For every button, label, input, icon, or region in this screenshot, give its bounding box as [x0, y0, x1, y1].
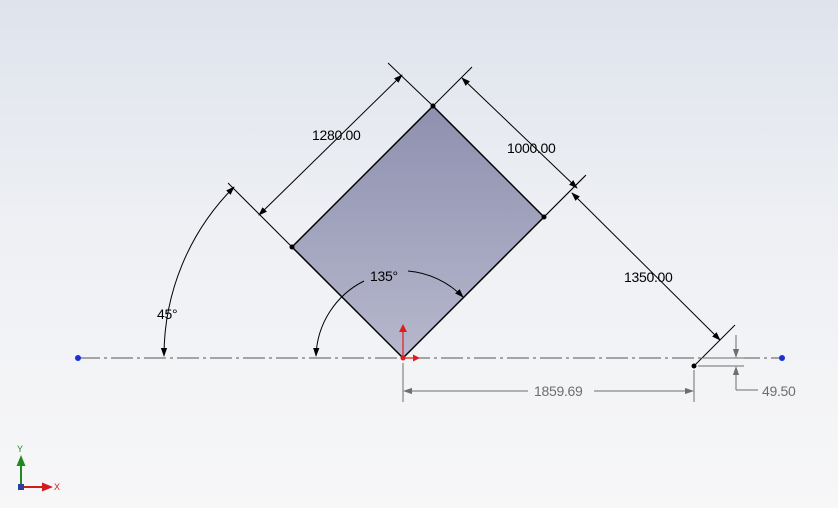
extension-line [387, 62, 434, 107]
dimension-angle-135-value[interactable]: 135° [370, 268, 398, 284]
dimension-horizontal[interactable]: 1859.69 [402, 363, 695, 402]
triad-x-arrow [42, 482, 53, 492]
centerline-endpoint-left[interactable] [75, 355, 81, 361]
dimension-height-value[interactable]: 1000.00 [507, 140, 556, 156]
dimension-width[interactable]: 1280.00 [227, 62, 434, 248]
dimension-angle-45-value[interactable]: 45° [157, 306, 178, 322]
origin-y-arrow [399, 324, 407, 332]
triad-x-label: X [54, 482, 60, 492]
dimension-horizontal-value[interactable]: 1859.69 [534, 383, 583, 399]
extension-line [693, 324, 736, 367]
triad-y-arrow [16, 455, 26, 466]
dimension-vertical-value[interactable]: 49.50 [762, 383, 796, 399]
dimension-line [461, 77, 578, 189]
centerline-endpoint-right[interactable] [779, 355, 785, 361]
dimension-offset[interactable]: 1350.00 [543, 174, 736, 367]
dimension-line [258, 74, 403, 216]
angle-arc [160, 186, 235, 357]
dimension-angle-45[interactable]: 45° [157, 186, 235, 357]
dimension-vertical[interactable]: 49.50 [698, 335, 796, 399]
dimension-angle-135[interactable]: 135° [313, 268, 464, 357]
angle-arc [407, 270, 464, 298]
extension-line [543, 174, 587, 218]
coordinate-triad: Y X [16, 444, 60, 492]
origin-x-arrow [413, 354, 420, 362]
triad-y-label: Y [17, 444, 23, 454]
dimension-offset-value[interactable]: 1350.00 [624, 269, 673, 285]
extension-line [432, 66, 473, 107]
angle-arc [313, 280, 365, 357]
triad-origin [18, 484, 24, 490]
dimension-line [571, 192, 721, 341]
sketch-origin[interactable] [400, 355, 406, 361]
dimension-width-value[interactable]: 1280.00 [312, 127, 361, 143]
